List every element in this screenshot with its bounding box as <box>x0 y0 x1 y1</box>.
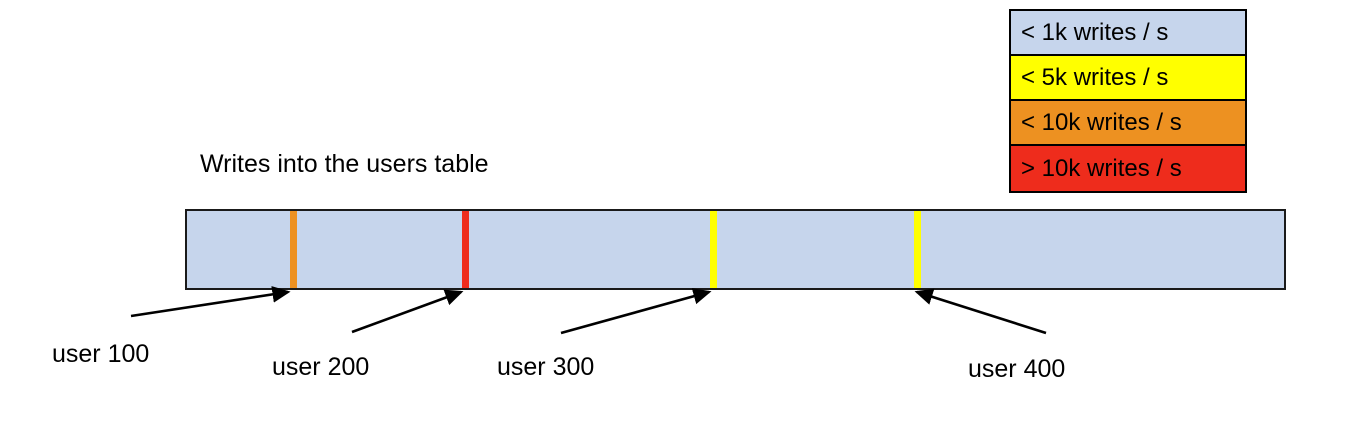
callout-label-user-100: user 100 <box>52 340 150 368</box>
arrow-user-200 <box>351 289 464 334</box>
callout-label-user-200: user 200 <box>272 353 370 381</box>
stripe-user-200 <box>462 211 469 288</box>
legend-row-lt-5k: < 5k writes / s <box>1011 56 1245 101</box>
stripe-user-400 <box>914 211 921 288</box>
callout-label-user-300: user 300 <box>497 353 595 381</box>
legend-label-lt-5k: < 5k writes / s <box>1021 63 1169 91</box>
writes-legend: < 1k writes / s < 5k writes / s < 10k wr… <box>1009 9 1247 193</box>
legend-label-lt-10k: < 10k writes / s <box>1021 108 1182 136</box>
legend-row-lt-1k: < 1k writes / s <box>1011 11 1245 56</box>
users-table-bar <box>185 209 1286 290</box>
arrow-user-400 <box>914 288 1047 335</box>
legend-label-lt-1k: < 1k writes / s <box>1021 18 1169 46</box>
legend-row-lt-10k: < 10k writes / s <box>1011 101 1245 146</box>
legend-label-gt-10k: > 10k writes / s <box>1021 154 1182 182</box>
legend-row-gt-10k: > 10k writes / s <box>1011 146 1245 191</box>
callout-label-user-400: user 400 <box>968 355 1066 383</box>
arrow-user-100 <box>130 286 291 318</box>
stripe-user-300 <box>710 211 717 288</box>
diagram-title: Writes into the users table <box>200 150 489 178</box>
stripe-user-100 <box>290 211 297 288</box>
arrow-user-300 <box>560 288 712 335</box>
